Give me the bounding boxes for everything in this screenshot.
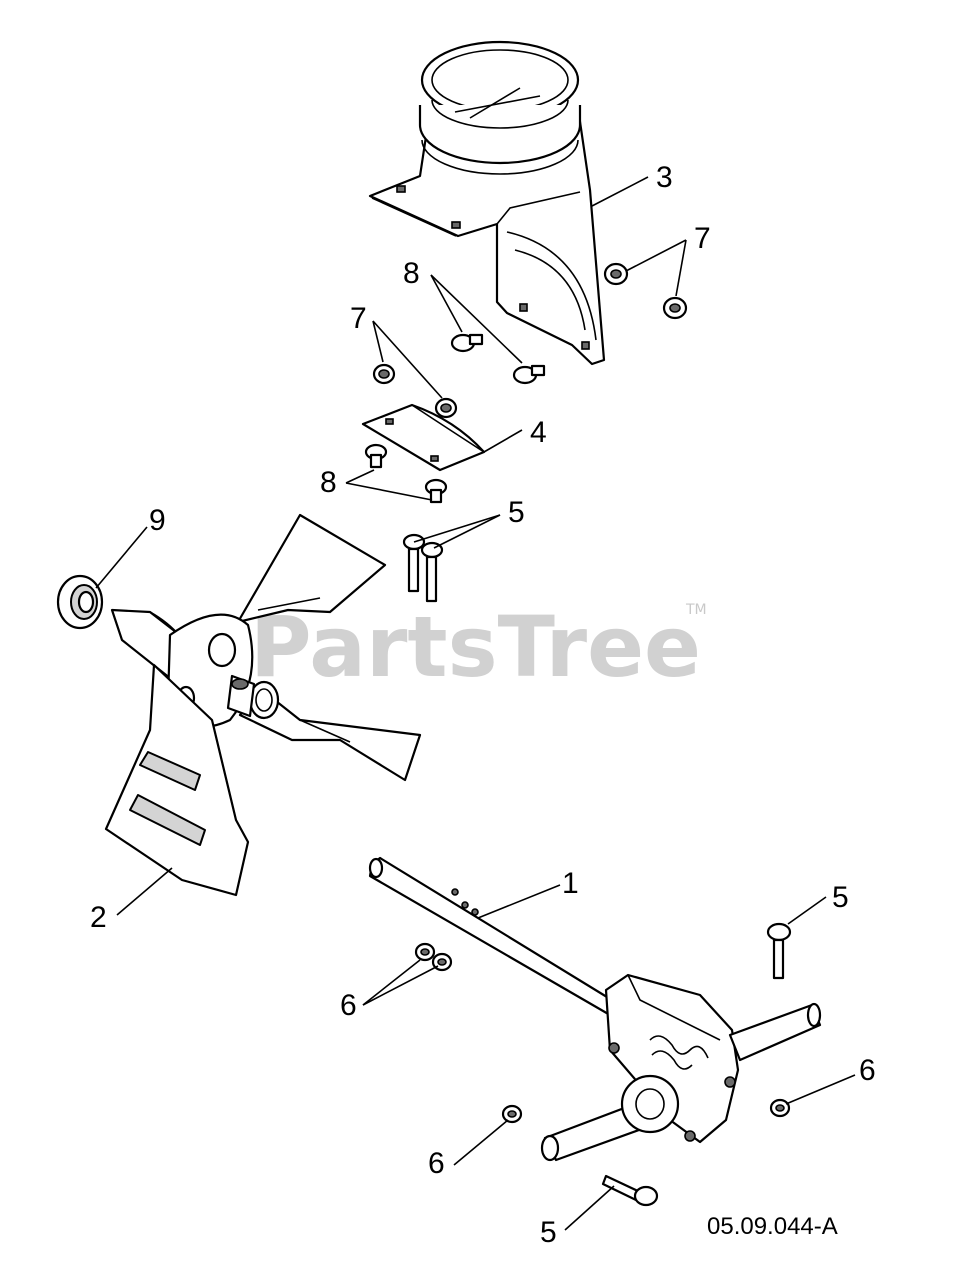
part-9-bearing (56, 574, 104, 630)
part-8-bolt-left (450, 333, 484, 353)
callout-8-lower: 8 (320, 466, 337, 499)
part-4-bracket (361, 403, 486, 472)
callout-7-upper: 7 (694, 222, 711, 255)
part-7-nut-left-b (434, 397, 458, 419)
callout-5-right: 5 (832, 881, 849, 914)
watermark-brand: PartsTree (250, 598, 701, 696)
callout-5-center: 5 (508, 496, 525, 529)
part-8-bolt-lower-right (424, 478, 448, 504)
callout-6-right: 6 (859, 1054, 876, 1087)
callout-6-middle: 6 (428, 1147, 445, 1180)
callout-6-left: 6 (340, 989, 357, 1022)
diagram-code: 05.09.044-A (707, 1213, 838, 1240)
part-7-nut-lower (662, 296, 688, 320)
part-5-bolt-pair (402, 533, 444, 603)
part-6-nut-middle (501, 1104, 523, 1124)
callout-5-bottom: 5 (540, 1216, 557, 1249)
part-5-bolt-bottom (601, 1174, 659, 1207)
watermark-trademark: TM (685, 602, 707, 618)
callout-2: 2 (90, 901, 107, 934)
part-7-nut-upper (603, 262, 629, 286)
part-6-nut-pair (414, 942, 453, 972)
callout-labels: 3 7 8 7 4 8 5 9 1 5 2 6 6 6 5 (90, 161, 876, 1249)
part-6-nut-right (769, 1098, 791, 1118)
callout-4: 4 (530, 416, 547, 449)
callout-9: 9 (149, 504, 166, 537)
callout-3: 3 (656, 161, 673, 194)
part-7-nut-left-a (372, 363, 396, 385)
part-5-bolt-right (766, 922, 792, 980)
part-2-impeller (104, 513, 422, 897)
part-1-shaft-gearbox (368, 856, 822, 1162)
callout-7-left: 7 (350, 302, 367, 335)
part-3-chute (368, 40, 606, 366)
part-8-bolt-lower-left (364, 443, 388, 469)
part-8-bolt-right (512, 364, 546, 385)
leader-lines (95, 176, 856, 1231)
callout-8-upper: 8 (403, 257, 420, 290)
callout-1: 1 (562, 867, 579, 900)
